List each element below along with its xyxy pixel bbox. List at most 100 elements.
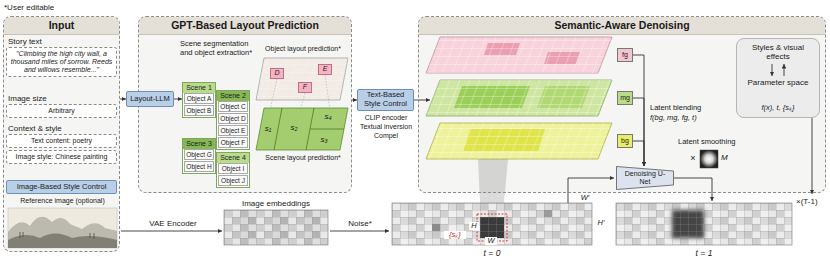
arrow xyxy=(784,64,785,76)
node-text: Context & style xyxy=(6,124,117,133)
layout-box: F xyxy=(298,82,312,93)
label-text: t = 0 xyxy=(462,249,522,259)
node-text: Input xyxy=(4,17,119,35)
embedding-grid xyxy=(224,210,328,245)
arrow xyxy=(414,100,430,101)
label-text: Scene segmentation and object extraction… xyxy=(180,40,254,57)
node-text: Object H xyxy=(186,163,211,170)
node-text: fg xyxy=(622,51,628,59)
layer-grid xyxy=(426,123,612,159)
node-text: Styles & visual effects xyxy=(740,43,816,61)
projection-line xyxy=(270,75,330,110)
label-text: H′ xyxy=(594,219,608,228)
panel: Semantic-Aware DenoisingfgmgbgDenoising … xyxy=(418,16,826,193)
node-text: Object G xyxy=(186,151,212,158)
label-text: Reference image (optional) xyxy=(6,197,119,205)
latent-grid xyxy=(392,203,592,245)
label-text: W xyxy=(485,237,497,245)
scene-region: s₃ xyxy=(318,134,330,146)
illustration-path xyxy=(8,217,117,248)
unet-block: Denoising U-Net xyxy=(616,166,674,190)
latent-grid-lines xyxy=(616,203,792,245)
object-box: Object D xyxy=(218,113,248,124)
arrow xyxy=(568,178,614,203)
node-text: f(x), t, {sₖ} xyxy=(761,104,794,113)
label-text: *User editable xyxy=(4,3,84,12)
arrow xyxy=(772,64,773,76)
node-text: Object A xyxy=(187,95,212,102)
object-box: Object A xyxy=(184,93,214,104)
illustration-path xyxy=(8,234,117,249)
node-text: Denoising U-Net xyxy=(624,170,666,186)
style-box: Styles & visual effectsParameter spacef(… xyxy=(736,38,820,118)
arrow xyxy=(121,231,222,232)
node-text: Image-Based Style Control xyxy=(17,183,107,192)
region-divider xyxy=(274,108,344,150)
input-field: Image sizeArbitrary xyxy=(6,94,117,122)
object-box: Object G xyxy=(184,149,214,160)
connector xyxy=(633,98,644,166)
layout-box: E xyxy=(318,64,332,75)
node-text: Object I xyxy=(222,165,244,172)
label-text: Latent blending xyxy=(650,104,730,113)
arrow xyxy=(674,178,712,201)
control-box: Text-Based Style Control xyxy=(357,89,414,111)
label-text: f(bg, mg, fg, t) xyxy=(650,114,730,123)
label-text: t = 1 xyxy=(674,249,734,259)
scene-box: Scene 3 Object G Object H xyxy=(182,138,216,174)
connector xyxy=(633,141,644,166)
label-text: Noise* xyxy=(330,219,390,228)
scene-box: Scene 2Object C Object D Object E Object F xyxy=(216,90,250,150)
label-text: CLIP encoder xyxy=(356,114,416,122)
label-text: Scene layout prediction* xyxy=(256,154,350,162)
layer-grid xyxy=(426,80,612,116)
node-text: Scene 1 xyxy=(183,83,215,93)
object-box: Object C xyxy=(218,101,248,112)
smoothing-mask xyxy=(700,150,718,168)
fg-layer xyxy=(426,37,612,73)
node-text: GPT-Based Layout Prediction xyxy=(139,17,351,35)
node-text: s₂ xyxy=(290,123,297,132)
scene-layout-plane xyxy=(256,108,348,150)
embedding-grid-lines xyxy=(224,210,328,245)
latent-grid xyxy=(616,203,792,245)
node-text: Arbitrary xyxy=(6,104,117,118)
arrow xyxy=(330,231,389,232)
node-text: Image size xyxy=(6,94,117,103)
node-text: Text content: poetry xyxy=(6,134,117,148)
label-text: ×(T-1) xyxy=(796,197,828,206)
node-text: Text-Based Style Control xyxy=(360,91,411,108)
label-text: Latent smoothing xyxy=(678,138,740,147)
control-box: Image-Based Style Control xyxy=(6,180,117,194)
node-text: s₁ xyxy=(265,124,272,133)
node-text: Object D xyxy=(220,115,245,122)
input-field: Context & styleText content: poetryImage… xyxy=(6,124,117,178)
bg-layer xyxy=(426,123,612,159)
node-text: Object F xyxy=(221,139,246,146)
node-text: bg xyxy=(621,137,629,145)
reference-image xyxy=(8,208,117,248)
object-box: Object J xyxy=(218,175,248,186)
latent-swatch: mg xyxy=(617,91,633,105)
node-text: Object E xyxy=(221,127,246,134)
latent-grid-lines xyxy=(392,203,592,245)
mg-layer xyxy=(426,80,612,116)
node-text: mg xyxy=(620,94,630,102)
node-text: Scene 2 xyxy=(217,91,249,101)
label-text: W′ xyxy=(578,194,592,202)
node-text: "Climbing the high city wall, a thousand… xyxy=(6,47,117,77)
node-text: s₄ xyxy=(324,112,331,121)
scene-box: Scene 4Object IObject J xyxy=(216,152,250,188)
node-text: D xyxy=(274,69,279,77)
label-text: × xyxy=(688,153,698,163)
illustration-rect xyxy=(8,208,117,248)
node-text: Object J xyxy=(221,177,245,184)
scene-box: Scene 1Object AObject B xyxy=(182,82,216,118)
object-box: Object I xyxy=(218,163,248,174)
object-layout-plane xyxy=(256,58,348,100)
label-text: Textual inversion xyxy=(356,123,416,131)
control-box: Layout-LLM xyxy=(126,91,174,107)
node-text: Scene 3 xyxy=(183,139,215,149)
